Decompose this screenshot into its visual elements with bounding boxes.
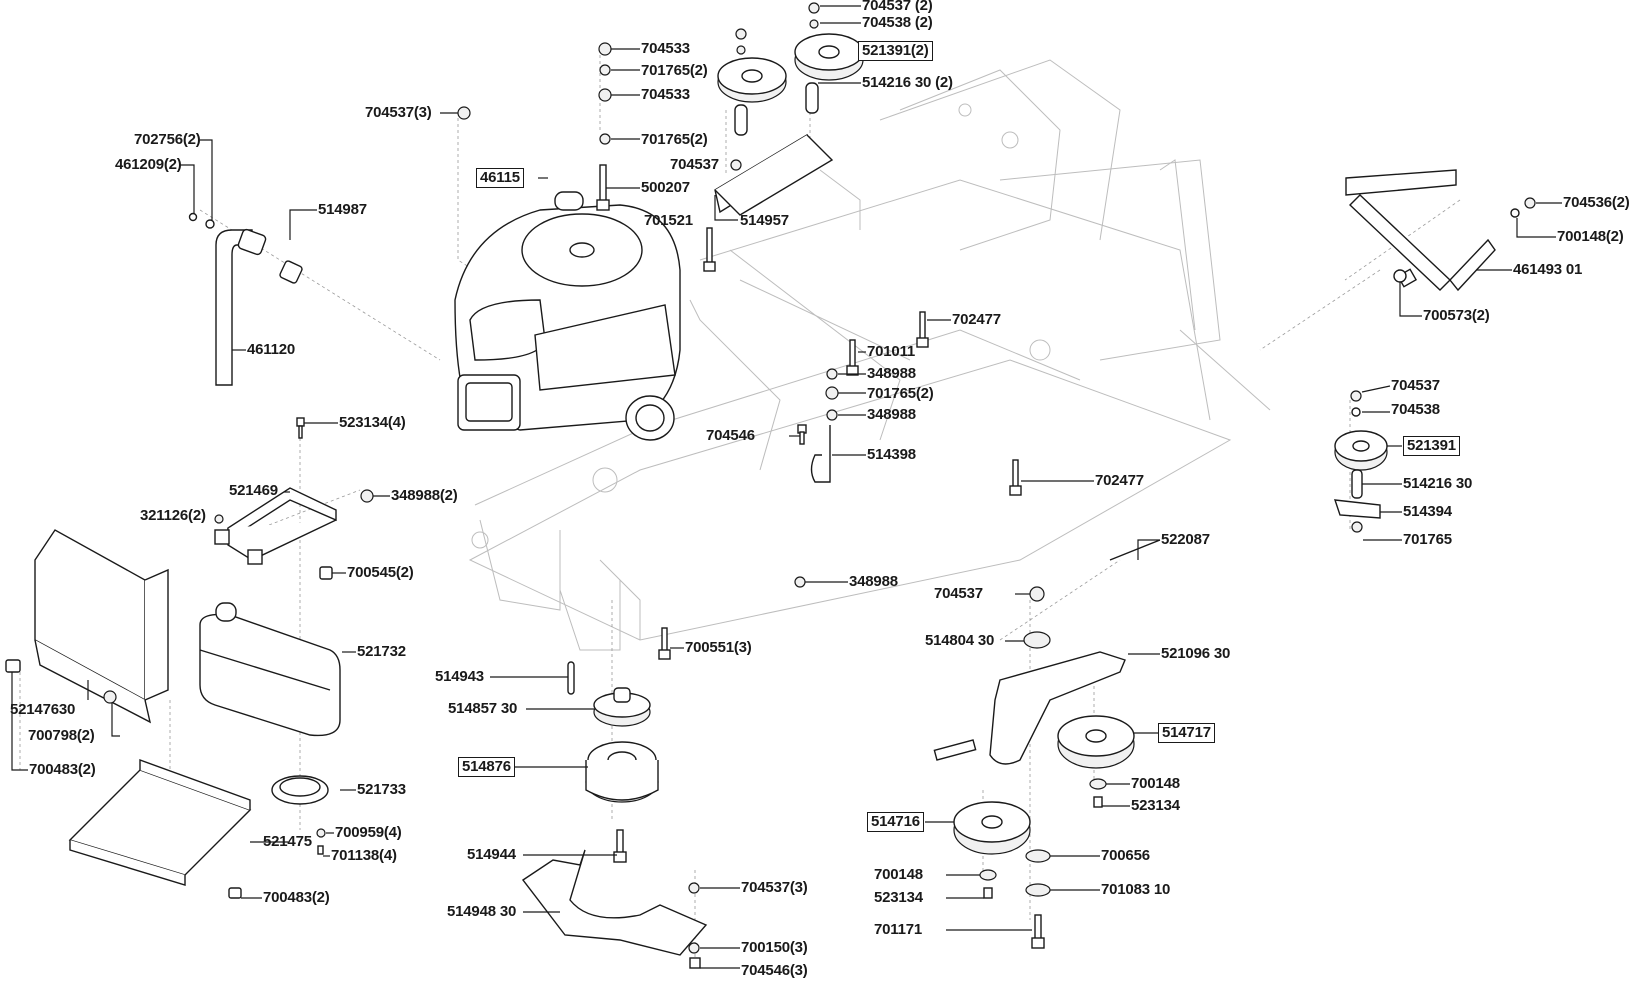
part-label: 700573(2) [1423, 307, 1490, 324]
leader-lines [11, 5, 1562, 969]
part-label: 704537 [670, 156, 719, 173]
center-fasteners [794, 311, 1022, 588]
part-label: 514957 [740, 212, 789, 229]
part-label: 702477 [1095, 472, 1144, 489]
exhaust-pipe [188, 212, 303, 386]
part-label: 700483(2) [263, 889, 330, 906]
part-label-boxed: 514876 [458, 757, 515, 777]
part-label: 701138(4) [331, 847, 397, 864]
part-label: 700148 [874, 866, 923, 883]
part-label: 704537(3) [741, 879, 808, 896]
part-label: 52147630 [10, 701, 76, 718]
part-label: 514944 [467, 846, 516, 863]
part-label: 461493 01 [1513, 261, 1583, 278]
part-label: 523134 [1131, 797, 1180, 814]
idler-arm [933, 539, 1161, 949]
part-label: 700959(4) [335, 824, 402, 841]
part-label: 700148(2) [1557, 228, 1624, 245]
part-label: 701765(2) [641, 62, 708, 79]
part-label: 701083 10 [1101, 881, 1171, 898]
part-label: 701765(2) [867, 385, 934, 402]
part-label: 514394 [1403, 503, 1452, 520]
part-label: 701765 [1403, 531, 1452, 548]
part-label: 514943 [435, 668, 484, 685]
side-shield [5, 529, 169, 724]
part-label: 701765(2) [641, 131, 708, 148]
right-bracket [1345, 169, 1536, 292]
part-label: 521469 [229, 482, 278, 499]
part-label: 704536(2) [1563, 194, 1630, 211]
part-label: 348988 [867, 365, 916, 382]
part-label: 500207 [641, 179, 690, 196]
part-label: 700148 [1131, 775, 1180, 792]
part-label: 514857 30 [448, 700, 518, 717]
pto-clutch [567, 627, 671, 863]
bottom-shield [68, 759, 252, 899]
part-label: 702477 [952, 311, 1001, 328]
part-label: 521732 [357, 643, 406, 660]
part-label-boxed: 521391(2) [858, 41, 933, 61]
part-label: 514398 [867, 446, 916, 463]
part-label-boxed: 514717 [1158, 723, 1215, 743]
part-label-boxed: 521391 [1403, 436, 1460, 456]
part-label-boxed: 514716 [867, 812, 924, 832]
part-label: 321126(2) [140, 507, 206, 524]
part-label: 704538 [1391, 401, 1440, 418]
idler-pulleys-top [714, 2, 864, 216]
part-label: 514987 [318, 201, 367, 218]
part-label: 704537 [1391, 377, 1440, 394]
part-label: 704546(3) [741, 962, 808, 979]
right-idler-pulley [1333, 390, 1388, 533]
part-label: 514216 30 [1403, 475, 1473, 492]
chassis-frame [468, 59, 1271, 651]
part-label: 704533 [641, 86, 690, 103]
part-label: 700483(2) [29, 761, 96, 778]
part-label-boxed: 46115 [476, 168, 524, 188]
part-label: 702756(2) [134, 131, 201, 148]
part-label: 700798(2) [28, 727, 95, 744]
part-label: 521096 30 [1161, 645, 1231, 662]
part-label: 514804 30 [925, 632, 995, 649]
part-label: 700656 [1101, 847, 1150, 864]
part-label: 348988 [867, 406, 916, 423]
part-label: 523134 [874, 889, 923, 906]
part-label: 700545(2) [347, 564, 414, 581]
part-label: 704537(3) [365, 104, 432, 121]
part-label: 522087 [1161, 531, 1210, 548]
part-label: 704537 (2) [862, 0, 933, 14]
part-label: 514948 30 [447, 903, 517, 920]
part-label: 704533 [641, 40, 690, 57]
part-label: 348988 [849, 573, 898, 590]
part-label: 523134(4) [339, 414, 406, 431]
battery-bracket [214, 417, 374, 580]
part-label: 348988(2) [391, 487, 458, 504]
part-label: 704538 (2) [862, 14, 933, 31]
pto-bracket [521, 849, 708, 969]
part-label: 704537 [934, 585, 983, 602]
part-label: 514216 30 (2) [862, 74, 953, 91]
part-label: 461120 [247, 341, 296, 358]
part-label: 461209(2) [115, 156, 182, 173]
muffler [199, 602, 341, 855]
part-label: 704546 [706, 427, 755, 444]
part-label: 700150(3) [741, 939, 808, 956]
part-label: 701171 [874, 921, 923, 938]
part-label: 521475 [263, 833, 312, 850]
engine [454, 191, 681, 441]
part-label: 701011 [867, 343, 916, 360]
part-label: 521733 [357, 781, 406, 798]
part-label: 701521 [644, 212, 693, 229]
part-label: 700551(3) [685, 639, 752, 656]
